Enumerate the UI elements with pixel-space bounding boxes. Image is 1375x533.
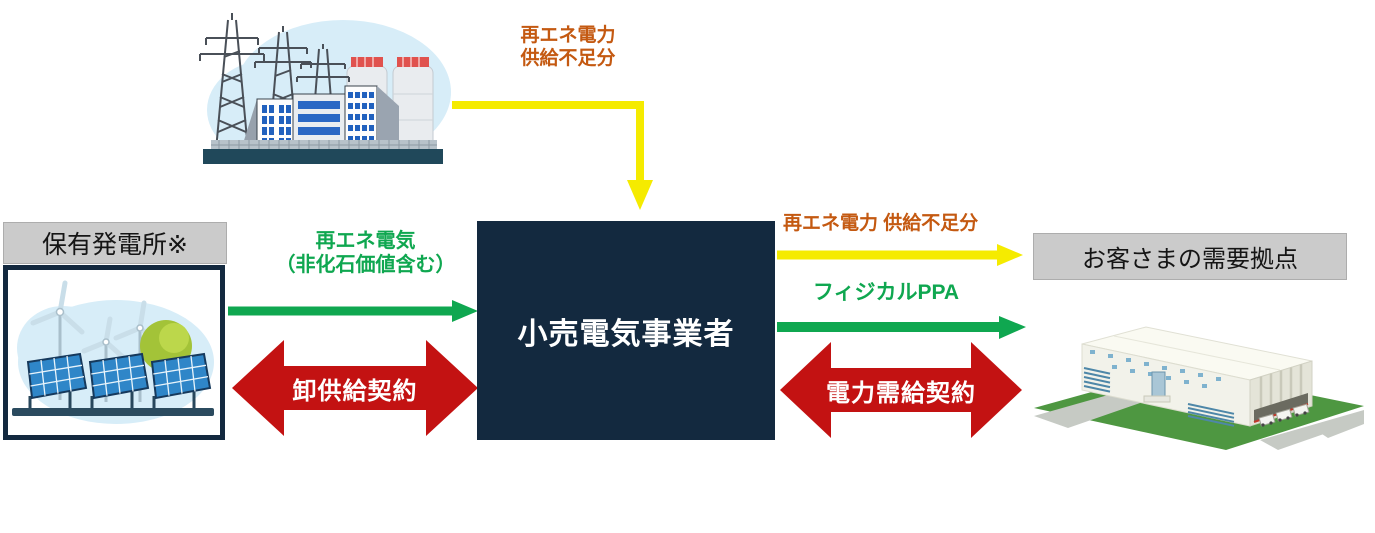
solar-wind-illustration [8, 270, 220, 435]
solar-wind-illustration-frame [3, 265, 225, 440]
power-plant-icon [191, 2, 455, 170]
physical-ppa-label: フィジカルPPA [812, 281, 960, 304]
power-supply-contract-arrow: 電力需給契約 [780, 340, 1022, 440]
owned-plant-label-text: 保有発電所※ [42, 231, 188, 259]
shortage-label-top: 再エネ電力 供給不足分 [498, 24, 638, 70]
customer-site-label: お客さまの需要拠点 [1033, 233, 1347, 280]
wholesale-contract-label: 卸供給契約 [292, 377, 418, 405]
shortage-label-top-line1: 再エネ電力 [520, 25, 616, 46]
wholesale-contract-arrow: 卸供給契約 [232, 338, 478, 438]
owned-plant-label: 保有発電所※ [3, 222, 227, 264]
power-plant-illustration [191, 2, 455, 170]
yellow-elbow-arrow [452, 98, 662, 212]
shortage-label-right: 再エネ電力 供給不足分 [783, 213, 979, 234]
retailer-box-title: 小売電気事業者 [517, 317, 735, 351]
renewable-power-label-line1: 再エネ電気 [315, 230, 416, 252]
warehouse-icon [1034, 326, 1364, 450]
green-arrow-right [777, 314, 1027, 340]
yellow-arrow-right [777, 243, 1025, 267]
renewable-power-label: 再エネ電気 （非化石価値含む） [258, 229, 473, 277]
customer-site-label-text: お客さまの需要拠点 [1082, 246, 1298, 273]
green-arrow-left [228, 298, 480, 324]
renewable-power-label-line2: （非化石価値含む） [275, 254, 456, 276]
warehouse-illustration [1020, 312, 1372, 452]
retailer-box: 小売電気事業者 [477, 221, 775, 440]
shortage-label-top-line2: 供給不足分 [520, 48, 616, 69]
power-supply-contract-label: 電力需給契約 [826, 379, 976, 407]
